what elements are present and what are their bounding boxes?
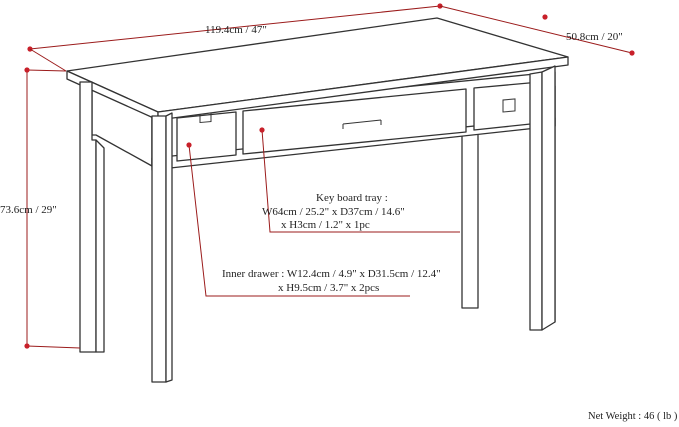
height-label: 73.6cm / 29" [0, 204, 57, 216]
width-label: 119.4cm / 47" [205, 24, 267, 36]
left-drawer [176, 109, 237, 162]
keyboard-tray-height: x H3cm / 1.2" x 1pc [281, 219, 370, 231]
depth-label: 50.8cm / 20" [566, 31, 623, 43]
front-legs [79, 65, 556, 383]
depth-dimension: 50.8cm / 20" [439, 5, 635, 56]
keyboard-tray-front [242, 88, 467, 155]
inner-drawer-callout: Inner drawer : W12.4cm / 4.9" x D31.5cm … [186, 142, 441, 297]
inner-drawer-size: Inner drawer : W12.4cm / 4.9" x D31.5cm … [222, 268, 441, 280]
keyboard-tray-title: Key board tray : [316, 192, 388, 204]
width-dimension: 119.4cm / 47" [27, 3, 443, 72]
inner-drawer-height: x H9.5cm / 3.7" x 2pcs [278, 282, 379, 294]
keyboard-tray-callout: Key board tray : W64cm / 25.2" x D37cm /… [259, 127, 460, 233]
height-dimension: 73.6cm / 29" [0, 67, 81, 349]
net-weight-label: Net Weight : 46 ( lb ) [588, 411, 678, 422]
keyboard-tray-size: W64cm / 25.2" x D37cm / 14.6" [262, 206, 405, 218]
